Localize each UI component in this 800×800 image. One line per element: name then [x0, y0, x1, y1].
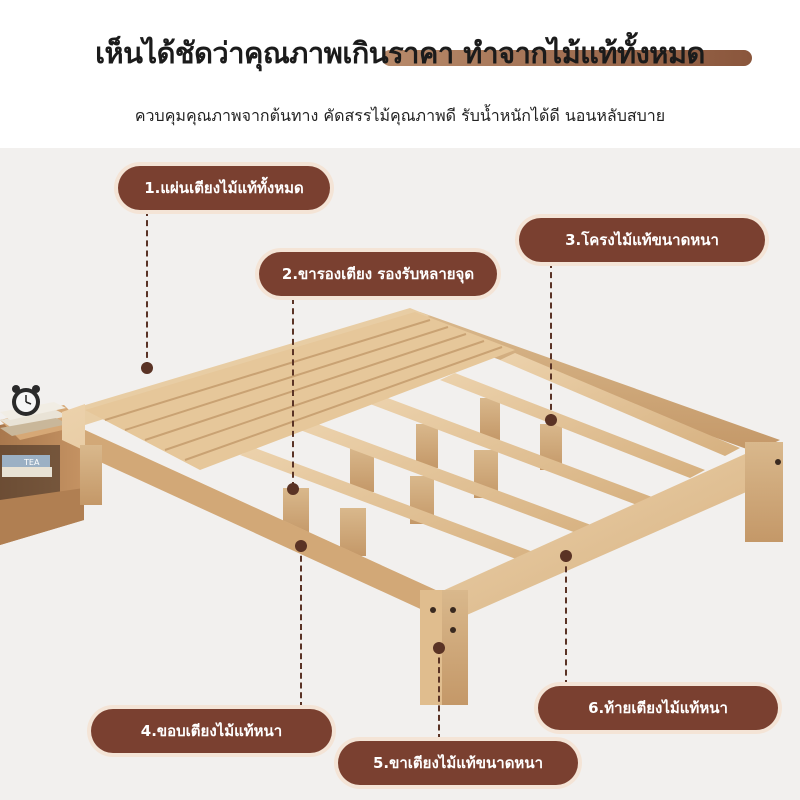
header [0, 0, 800, 148]
callout-side-rail: 4.ขอบเตียงไม้แท้หนา [91, 709, 332, 753]
callout-dot-5 [433, 642, 445, 654]
callout-frame: 3.โครงไม้แท้ขนาดหนา [519, 218, 765, 262]
page-title: เห็นได้ชัดว่าคุณภาพเกินราคา ทำจากไม้แท้ท… [95, 36, 705, 70]
callout-dot-3 [545, 414, 557, 426]
callout-foot-rail: 6.ท้ายเตียงไม้แท้หนา [538, 686, 778, 730]
callout-dot-1 [141, 362, 153, 374]
title-highlight-bar [382, 50, 752, 66]
leader-line-1 [146, 210, 148, 368]
callout-dot-2 [287, 483, 299, 495]
alarm-clock-icon [12, 385, 40, 416]
book-spine-text: TEA [23, 458, 40, 467]
callout-dot-6 [560, 550, 572, 562]
leader-line-3 [550, 262, 552, 420]
callout-bed-legs: 5.ขาเตียงไม้แท้ขนาดหนา [338, 741, 578, 785]
leader-line-6 [565, 556, 567, 686]
callout-support-legs: 2.ขารองเตียง รองรับหลายจุด [259, 252, 497, 296]
callout-dot-4 [295, 540, 307, 552]
leader-line-5 [438, 648, 440, 740]
callout-bed-boards: 1.แผ่นเตียงไม้แท้ทั้งหมด [118, 166, 330, 210]
page-subtitle: ควบคุมคุณภาพจากต้นทาง คัดสรรไม้คุณภาพดี … [134, 106, 666, 125]
bed-boards [85, 312, 515, 470]
leader-line-2 [292, 298, 294, 488]
cross-slats [240, 353, 740, 570]
leader-line-4 [300, 546, 302, 708]
